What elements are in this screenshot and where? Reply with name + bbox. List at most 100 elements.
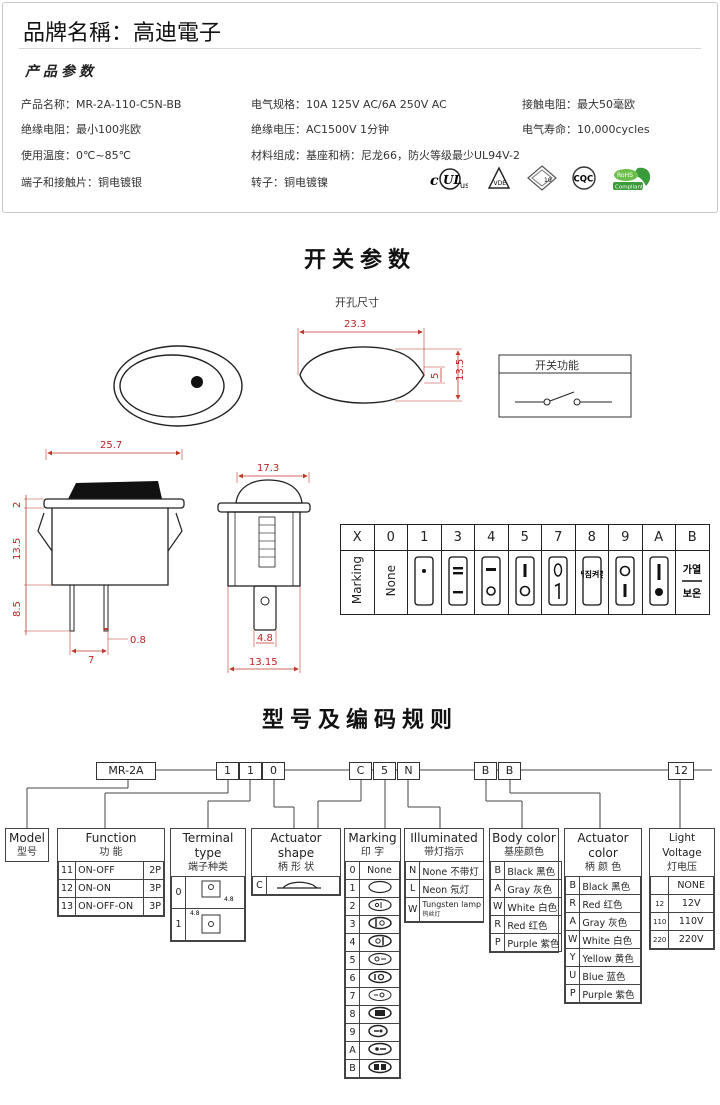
cutout-label: 开孔尺寸 [335, 295, 379, 309]
marking-opt-icon [367, 970, 392, 984]
category-title: Terminal type [182, 831, 234, 860]
dim-side-top: 2 [12, 502, 23, 508]
rohs-icon: RoHS Compliant [613, 167, 651, 191]
category-subtitle: 印 字 [360, 847, 385, 858]
spec-temperature: 使用温度：0℃~85℃ [21, 149, 131, 162]
table-row: B [345, 1059, 400, 1078]
marking-symbol-1 [414, 555, 434, 606]
dim-pin-gap: 7 [88, 655, 94, 666]
ul-icon: c UL us [430, 168, 468, 190]
svg-text:UL: UL [443, 173, 462, 187]
marking-opt-icon [367, 952, 392, 966]
code-marking: 5 [373, 762, 396, 780]
dim-cut-tip: 5 [430, 373, 441, 379]
table-row: 8 [345, 1005, 400, 1024]
code-actuator-color: B [498, 762, 521, 780]
category-subtitle: 端子种类 [188, 862, 228, 873]
category-title: Marking [348, 831, 397, 845]
code-function-1: 1 [216, 762, 239, 780]
code-function-2: 1 [239, 762, 262, 780]
svg-text:us: us [460, 181, 468, 190]
switch-function-box: 开关功能 [498, 354, 632, 418]
marking-opt-icon [367, 1042, 392, 1056]
vde-icon: VDE [487, 166, 511, 189]
coding-title: 型号及编码规则 [261, 708, 458, 733]
dim-front-width: 17.3 [257, 463, 279, 474]
brand-name: 品牌名稱：高迪電子 [23, 21, 222, 46]
enec-icon: 10 [527, 165, 557, 191]
spec-rotor: 转子：铜电镀镍 [251, 176, 328, 189]
terminal-0-icon: 4.8 [201, 880, 234, 903]
category-subtitle: 基座颜色 [504, 847, 544, 858]
dim-pin-width: 0.8 [130, 635, 146, 646]
marking-symbol-7 [548, 555, 568, 606]
category-subtitle: 柄 形 状 [277, 862, 315, 873]
table-row: C [252, 876, 340, 895]
svg-text:RoHS: RoHS [617, 172, 633, 179]
category-subtitle: 功 能 [99, 847, 123, 858]
marking-table: X 0 1 3 4 5 7 8 9 A B Marking None 꺼짐켜짐 … [340, 524, 710, 615]
marking-symbol-9 [615, 555, 635, 606]
svg-text:4.8: 4.8 [190, 910, 200, 917]
svg-text:VDE: VDE [494, 180, 507, 187]
category-title: Actuator color [577, 831, 629, 860]
marking-header-x: X [340, 524, 375, 551]
spec-terminal: 端子和接触片：铜电镀银 [21, 176, 142, 189]
category-title: Illuminated [410, 831, 478, 845]
marking-opt-icon [367, 934, 392, 948]
switch-drawings: 开孔尺寸 23.3 13.5 5 开关功能 25.7 [12, 295, 632, 673]
marking-opt-icon [367, 1060, 392, 1074]
spec-product-name: 产品名称：MR-2A-110-C5N-BB [21, 98, 182, 111]
table-row: 5 [345, 951, 400, 970]
dim-cut-width: 23.3 [344, 319, 366, 330]
svg-text:가열: 가열 [683, 563, 701, 576]
marking-code: 0 [373, 524, 408, 551]
table-row: 3 [345, 915, 400, 934]
dim-front-pin: 4.8 [257, 633, 273, 644]
marking-opt-icon [367, 1006, 392, 1020]
table-row: 6 [345, 969, 400, 988]
category-subtitle: 带灯指示 [424, 847, 464, 858]
marking-opt-icon [367, 898, 392, 912]
actuator-c-icon [277, 881, 321, 889]
params-heading: 产品参数 [25, 64, 97, 80]
table-row: 1 [345, 879, 400, 898]
switch-top-view [113, 345, 243, 427]
svg-text:꺼짐켜짐: 꺼짐켜짐 [581, 569, 603, 579]
svg-text:c: c [430, 173, 439, 189]
table-row: 4 [345, 933, 400, 952]
switch-function-label: 开关功能 [535, 358, 579, 372]
spec-contact-resistance: 接触电阻：最大50毫欧 [522, 98, 635, 111]
code-actuator-shape: C [349, 762, 372, 780]
spec-material: 材料组成：基座和柄：尼龙66，防火等级最少UL94V-2 [251, 149, 521, 162]
marking-code: 8 [574, 524, 609, 551]
dim-front-base: 13.15 [249, 657, 278, 668]
cutout-shape: 23.3 13.5 5 [297, 319, 466, 404]
switch-side-view: 25.7 2 13.5 8.5 7 0.8 [12, 440, 185, 666]
spec-electrical-life: 电气寿命：10,000cycles [522, 123, 650, 136]
svg-text:보온: 보온 [683, 588, 701, 600]
marking-symbol-a [649, 555, 669, 606]
